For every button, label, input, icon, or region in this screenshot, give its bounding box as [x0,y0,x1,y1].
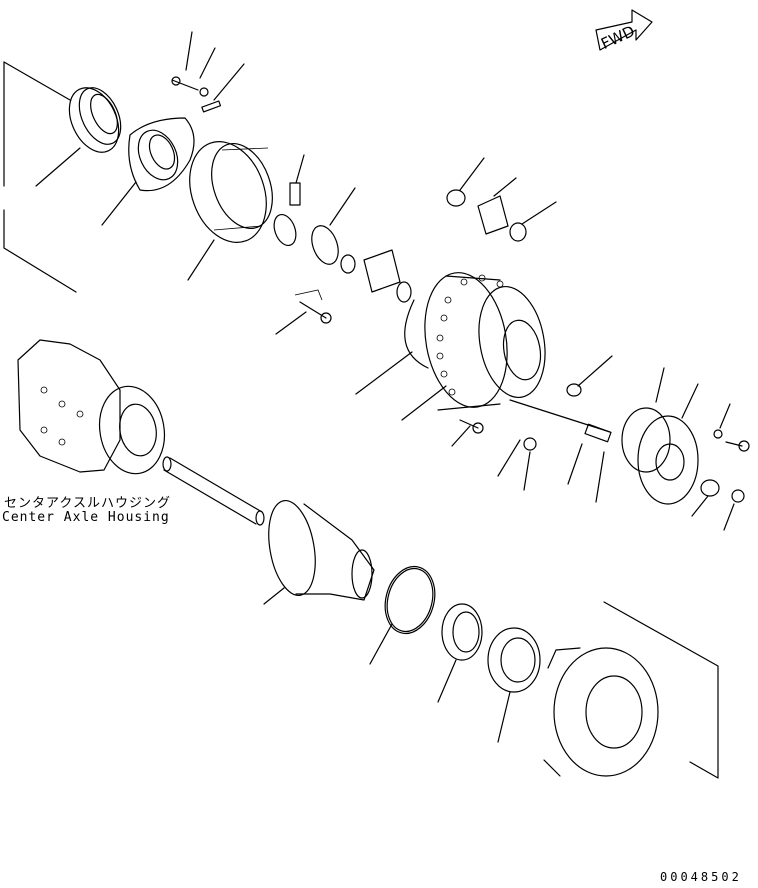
bolt-lower-housing [451,399,612,503]
planet-gear [311,187,412,303]
bracket-top-left [3,61,77,293]
center-axle-housing-label-jp: センタアクスルハウジング [4,496,171,511]
fwd-label: FWD [598,22,637,53]
figure-code: 00048502 [660,870,742,884]
bearing-ring-1 [35,87,122,187]
ring-gear [187,141,273,281]
axle-shaft [162,456,265,526]
wheel-hub-housing [355,272,546,421]
spindle [263,499,375,605]
carrier-plate [101,117,195,226]
thrust-washer [273,154,305,247]
bearing-cone [437,603,483,703]
fwd-arrow-icon: FWD [595,9,653,53]
bolt-middle [275,289,332,335]
cover-assembly [621,367,750,531]
hub-small-parts [446,157,613,397]
wheel-hub [543,601,719,779]
o-ring [369,565,436,665]
center-axle-housing [17,339,166,475]
bolt-top [171,31,245,113]
center-axle-housing-label-en: Center Axle Housing [2,510,170,525]
bearing-ring-2 [487,627,541,743]
